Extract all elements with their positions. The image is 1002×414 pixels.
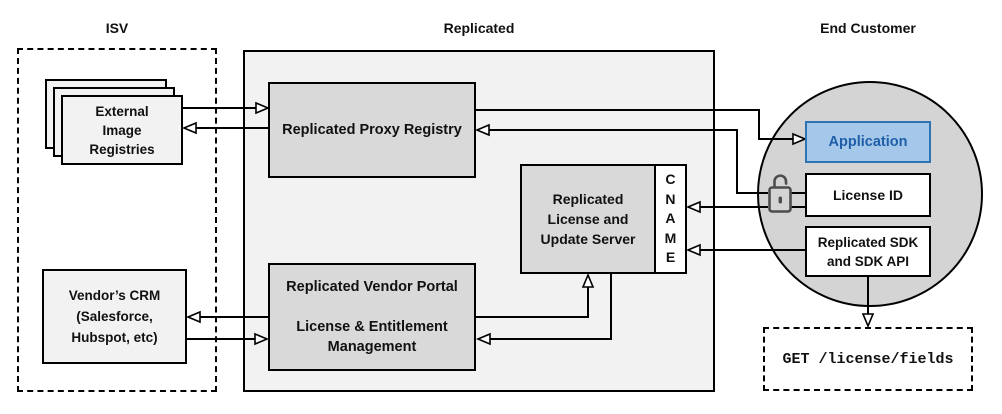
arrowhead (254, 332, 270, 346)
arrowhead (685, 243, 701, 257)
connector-server-to-portal (475, 274, 612, 346)
license-update-server-label: Replicated License and Update Server (540, 191, 636, 247)
proxy-registry-label: Replicated Proxy Registry (282, 122, 462, 138)
node-external-image-registries: External Image Registries (61, 95, 183, 165)
arrowhead (475, 332, 491, 346)
section-label-isv: ISV (105, 20, 129, 36)
node-application: Application (805, 121, 931, 163)
connector-crm-to-portal (187, 332, 270, 346)
connector-sdk-to-api-request (861, 277, 875, 329)
vendor-crm-label: Vendor’s CRM (Salesforce, Hubspot, etc) (68, 288, 161, 345)
section-label-replicated: Replicated (443, 20, 515, 36)
connector-registries-to-proxy (183, 101, 271, 115)
replicated-sdk-label: Replicated SDK and SDK API (817, 234, 919, 269)
arrowhead (185, 310, 201, 324)
arrowhead (474, 123, 490, 137)
node-license-update-server: Replicated License and Update Server (520, 164, 656, 274)
arrowhead (255, 101, 271, 115)
cname-label: C N A M E (664, 171, 677, 266)
external-image-registries-label: External Image Registries (89, 103, 155, 157)
node-proxy-registry: Replicated Proxy Registry (268, 82, 476, 178)
connector-portal-to-server (476, 272, 595, 318)
node-license-id: License ID (805, 173, 931, 217)
arrowhead (792, 132, 808, 146)
isv-boundary (17, 48, 217, 392)
node-vendor-portal: Replicated Vendor Portal License & Entit… (268, 263, 476, 371)
vendor-portal-label: Replicated Vendor Portal License & Entit… (286, 279, 458, 355)
connector-proxy-to-application (476, 109, 808, 146)
connector-portal-to-crm (185, 310, 268, 324)
api-request-label: GET /license/fields (782, 350, 954, 368)
arrowhead (581, 272, 595, 288)
unlock-icon (768, 174, 792, 213)
connector-license-id-to-cname (685, 200, 805, 214)
connector-license-id-to-proxy (474, 123, 805, 194)
application-label: Application (828, 133, 908, 150)
arrowhead (181, 121, 197, 135)
arrowhead (861, 313, 875, 329)
node-cname: C N A M E (654, 164, 687, 274)
connector-proxy-to-registries (181, 121, 268, 135)
section-label-end-customer: End Customer (820, 20, 916, 36)
connector-sdk-to-cname (685, 243, 805, 257)
node-vendor-crm: Vendor’s CRM (Salesforce, Hubspot, etc) (42, 269, 187, 364)
arrowhead (685, 200, 701, 214)
license-id-label: License ID (832, 186, 904, 203)
node-replicated-sdk: Replicated SDK and SDK API (805, 226, 931, 277)
